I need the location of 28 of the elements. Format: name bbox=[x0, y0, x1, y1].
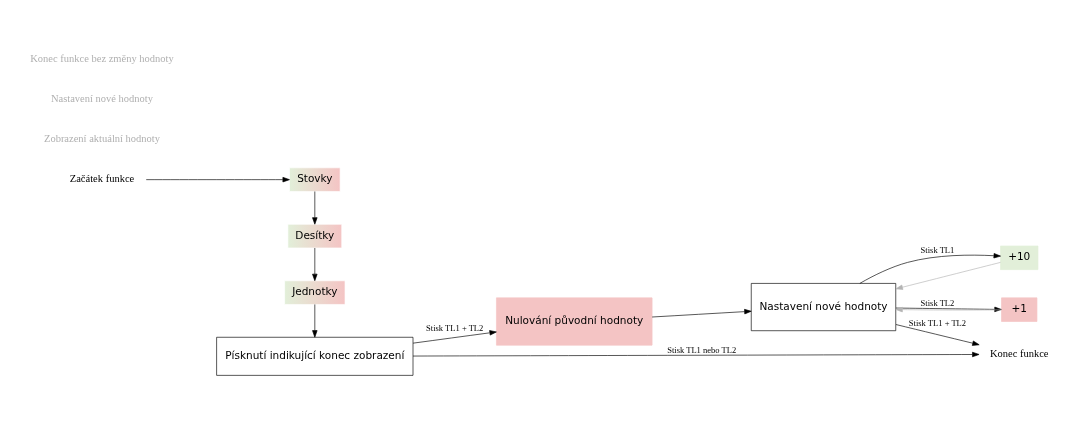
arrow bbox=[895, 323, 980, 346]
edge-label: Stisk TL1 bbox=[920, 244, 955, 255]
arrow bbox=[312, 190, 318, 225]
node-box: Nastavení nové hodnoty bbox=[750, 282, 897, 331]
arrow bbox=[145, 176, 290, 182]
node-text: Konec funkce bbox=[989, 347, 1049, 359]
arrow bbox=[651, 308, 752, 317]
node-text: Začátek funkce bbox=[69, 172, 135, 184]
node-box: Písknutí indikující konec zobrazení bbox=[216, 336, 414, 376]
label: Zobrazení aktuální hodnoty bbox=[43, 132, 161, 144]
node-box: +1 bbox=[1001, 297, 1038, 322]
node-box: Desítky bbox=[287, 223, 343, 248]
node-box: +10 bbox=[1000, 245, 1039, 270]
arrow bbox=[895, 261, 1001, 290]
arrow bbox=[412, 351, 980, 357]
arrow bbox=[312, 247, 318, 281]
node-box: Nulování původní hodnoty bbox=[496, 297, 653, 345]
arrow bbox=[859, 252, 1001, 284]
edge-label: Stisk TL2 bbox=[920, 297, 955, 308]
label: Nastavení nové hodnoty bbox=[50, 92, 154, 104]
arrow bbox=[412, 329, 497, 343]
node-box: Stovky bbox=[289, 167, 341, 192]
edge-label: Stisk TL1 nebo TL2 bbox=[667, 344, 737, 355]
node-box: Jednotky bbox=[284, 279, 346, 305]
arrow bbox=[312, 303, 318, 337]
edge-label: Stisk TL1 + TL2 bbox=[908, 317, 967, 328]
edge-label: Stisk TL1 + TL2 bbox=[426, 322, 484, 333]
label: Konec funkce bez změny hodnoty bbox=[30, 52, 174, 64]
